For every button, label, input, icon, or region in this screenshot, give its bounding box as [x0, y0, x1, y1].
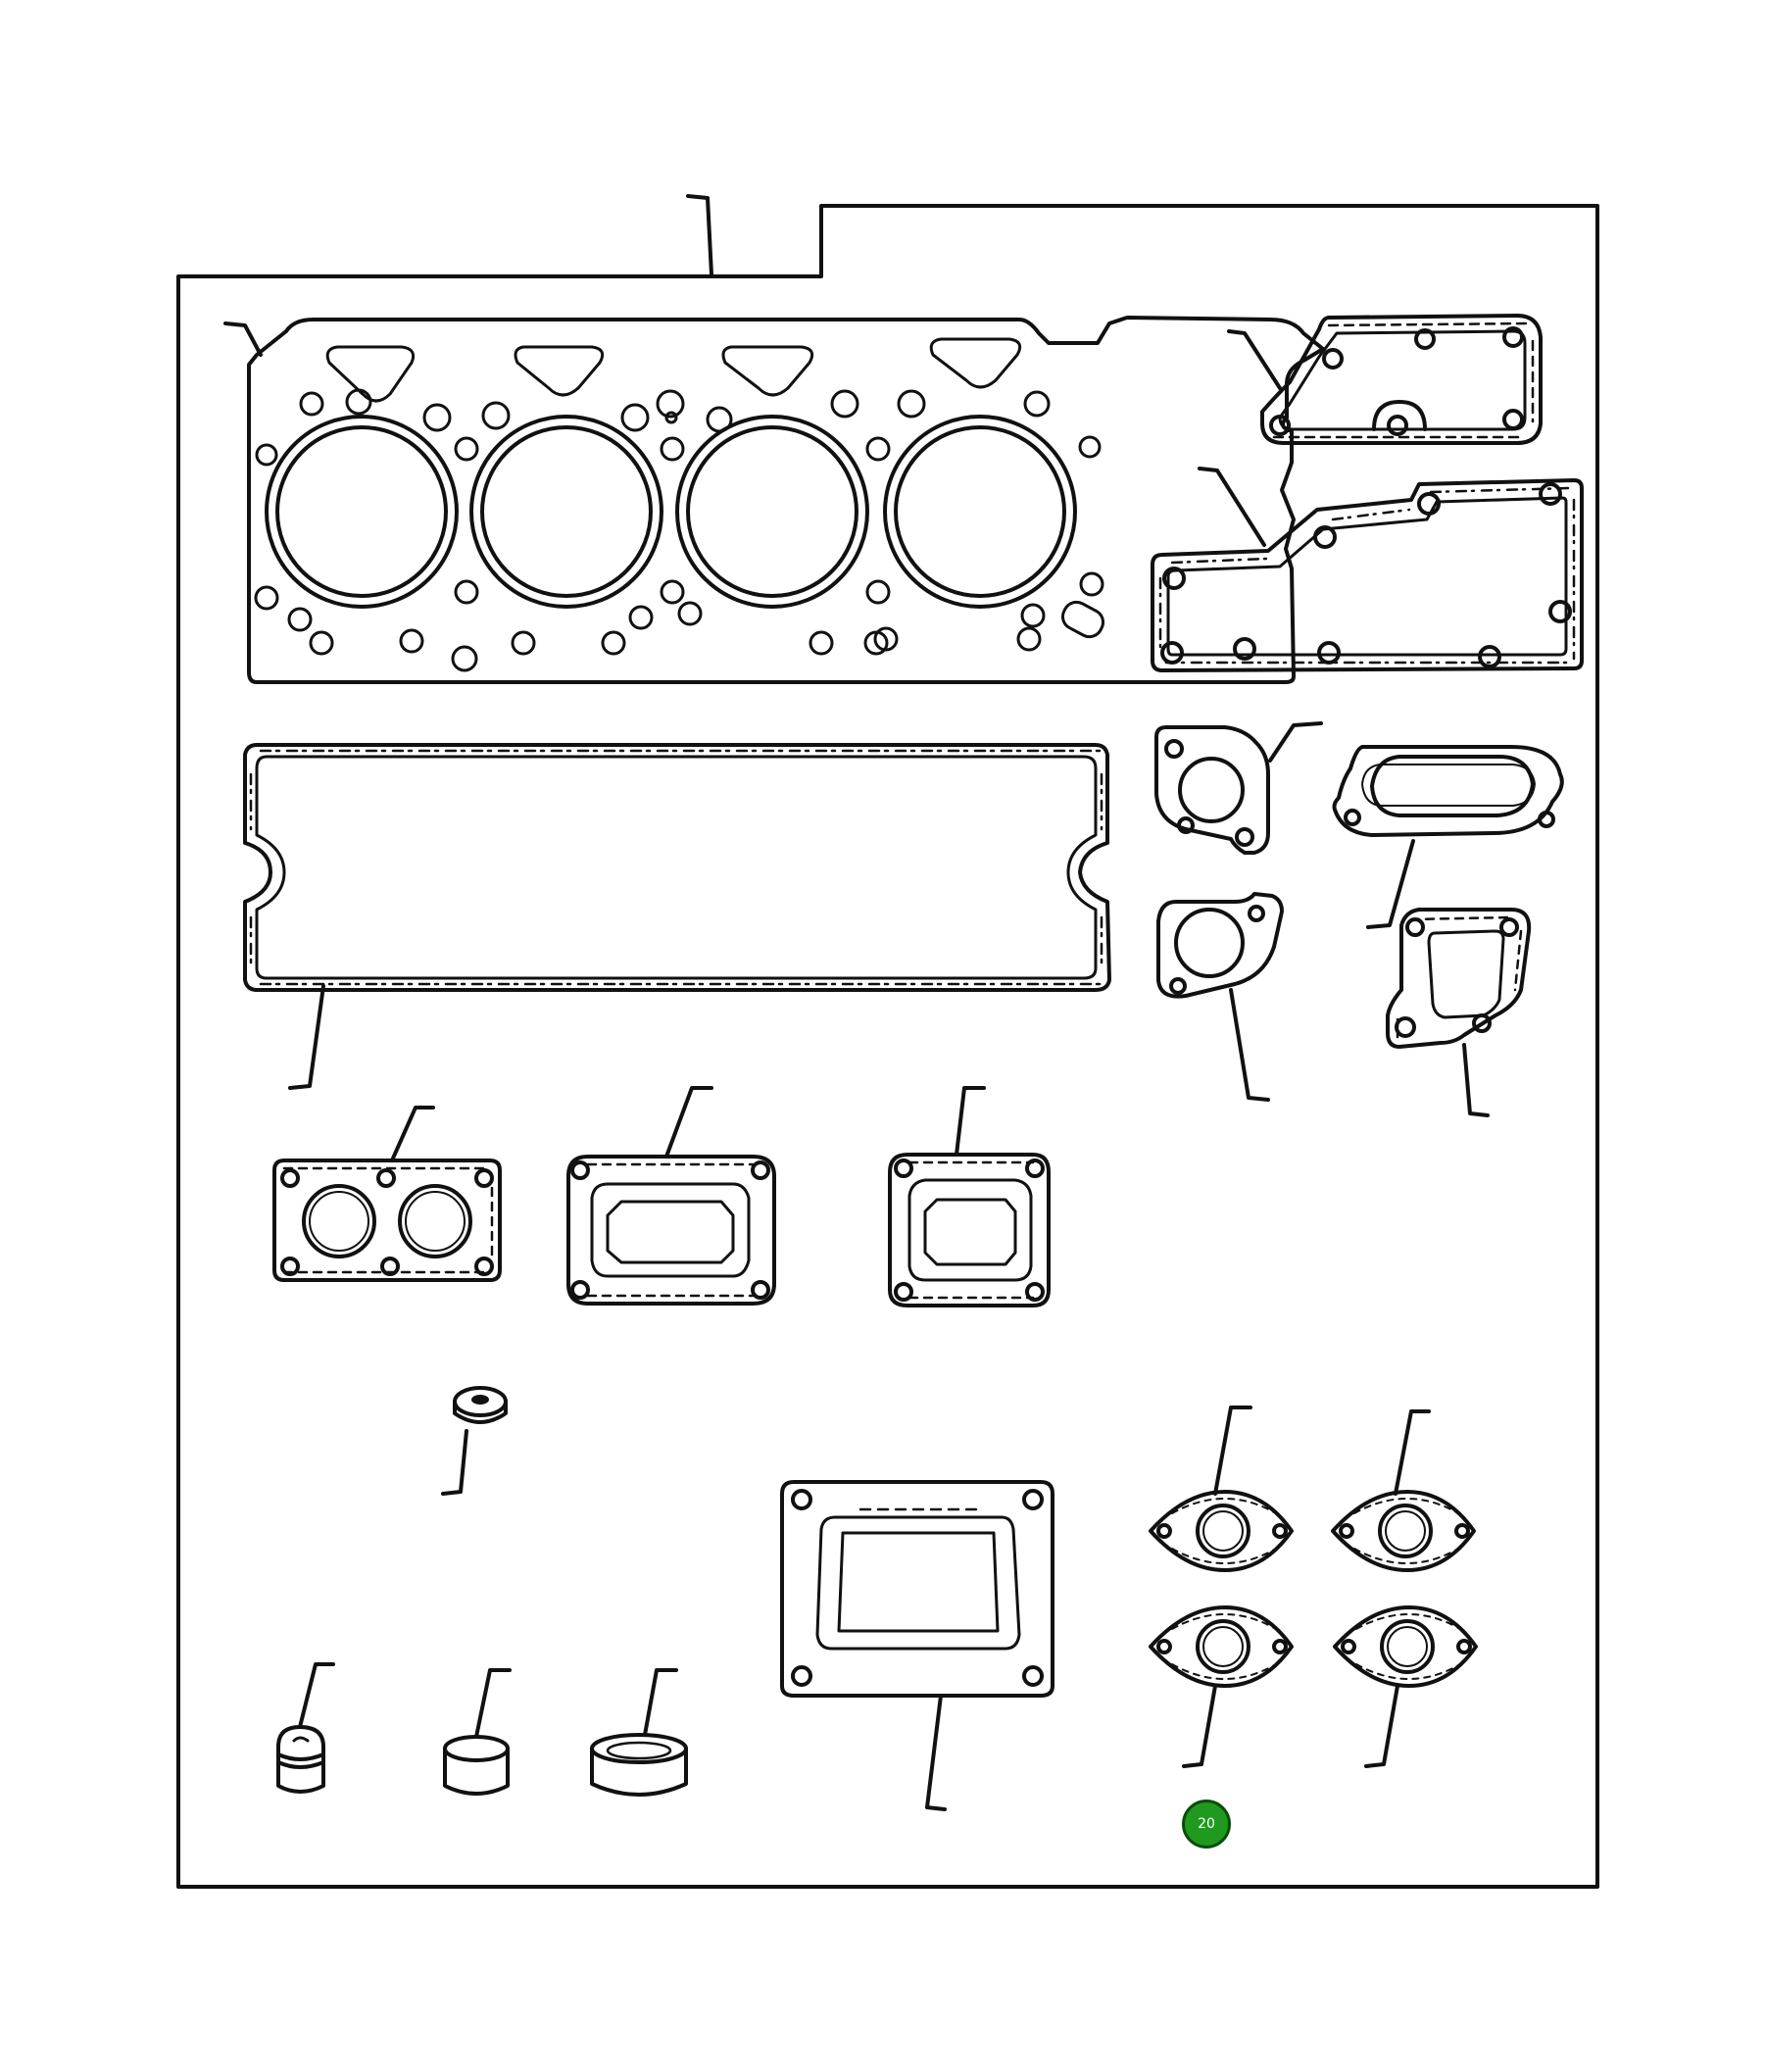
leader-housing-gasket-upper	[1227, 329, 1282, 390]
kit-frame	[176, 204, 1599, 1889]
leader-valve-stem-seal	[298, 1662, 335, 1729]
kit-leader	[686, 194, 713, 276]
port-gasket-1	[1149, 1490, 1294, 1572]
leader-sleeve-seal-small	[474, 1668, 512, 1739]
exhaust-outlet-gasket	[1332, 745, 1564, 837]
water-outlet-gasket	[1154, 725, 1270, 855]
cylinder-head-gasket	[247, 316, 1325, 684]
manifold-gasket-rect-a	[566, 1155, 776, 1306]
port-gasket-2	[1331, 1490, 1476, 1572]
exhaust-flange-gasket	[780, 1480, 1054, 1698]
leader-port-gasket-1	[1213, 1406, 1252, 1496]
valve-cover-gasket	[243, 743, 1111, 992]
leader-manifold-gasket-rect-b	[955, 1086, 986, 1157]
leader-seal-washer	[441, 1429, 468, 1496]
manifold-gasket-twin-port	[272, 1159, 502, 1282]
leader-manifold-gasket-twin-port	[390, 1106, 435, 1162]
leader-port-gasket-2	[1394, 1409, 1431, 1496]
leader-turbo-inlet-gasket	[1462, 1043, 1490, 1117]
turbo-inlet-gasket	[1386, 908, 1532, 1049]
leader-manifold-gasket-rect-a	[664, 1086, 713, 1159]
port-gasket-3	[1149, 1605, 1294, 1688]
housing-gasket-upper	[1260, 314, 1543, 445]
thermostat-gasket	[1156, 892, 1284, 999]
callout-marker[interactable]: 20	[1182, 1800, 1231, 1849]
callout-marker-label: 20	[1198, 1816, 1215, 1832]
manifold-gasket-rect-b	[888, 1153, 1051, 1307]
leader-head-gasket	[223, 321, 263, 357]
leader-sleeve-seal-large	[643, 1668, 678, 1737]
leader-port-gasket-3	[1182, 1684, 1217, 1768]
seal-washer	[453, 1386, 508, 1424]
leader-port-gasket-4	[1364, 1684, 1399, 1768]
port-gasket-4	[1333, 1605, 1478, 1688]
leader-valve-cover-gasket	[288, 984, 325, 1090]
valve-stem-seal	[276, 1725, 325, 1794]
leader-timing-cover-gasket	[1198, 467, 1266, 547]
timing-cover-gasket	[1151, 478, 1584, 672]
leader-exhaust-outlet-gasket	[1366, 839, 1415, 929]
leader-thermostat-gasket	[1229, 988, 1270, 1102]
sleeve-seal-small	[443, 1735, 510, 1796]
leader-exhaust-flange-gasket	[925, 1694, 947, 1811]
leader-water-outlet-gasket	[1268, 721, 1323, 763]
sleeve-seal-large	[590, 1733, 688, 1797]
